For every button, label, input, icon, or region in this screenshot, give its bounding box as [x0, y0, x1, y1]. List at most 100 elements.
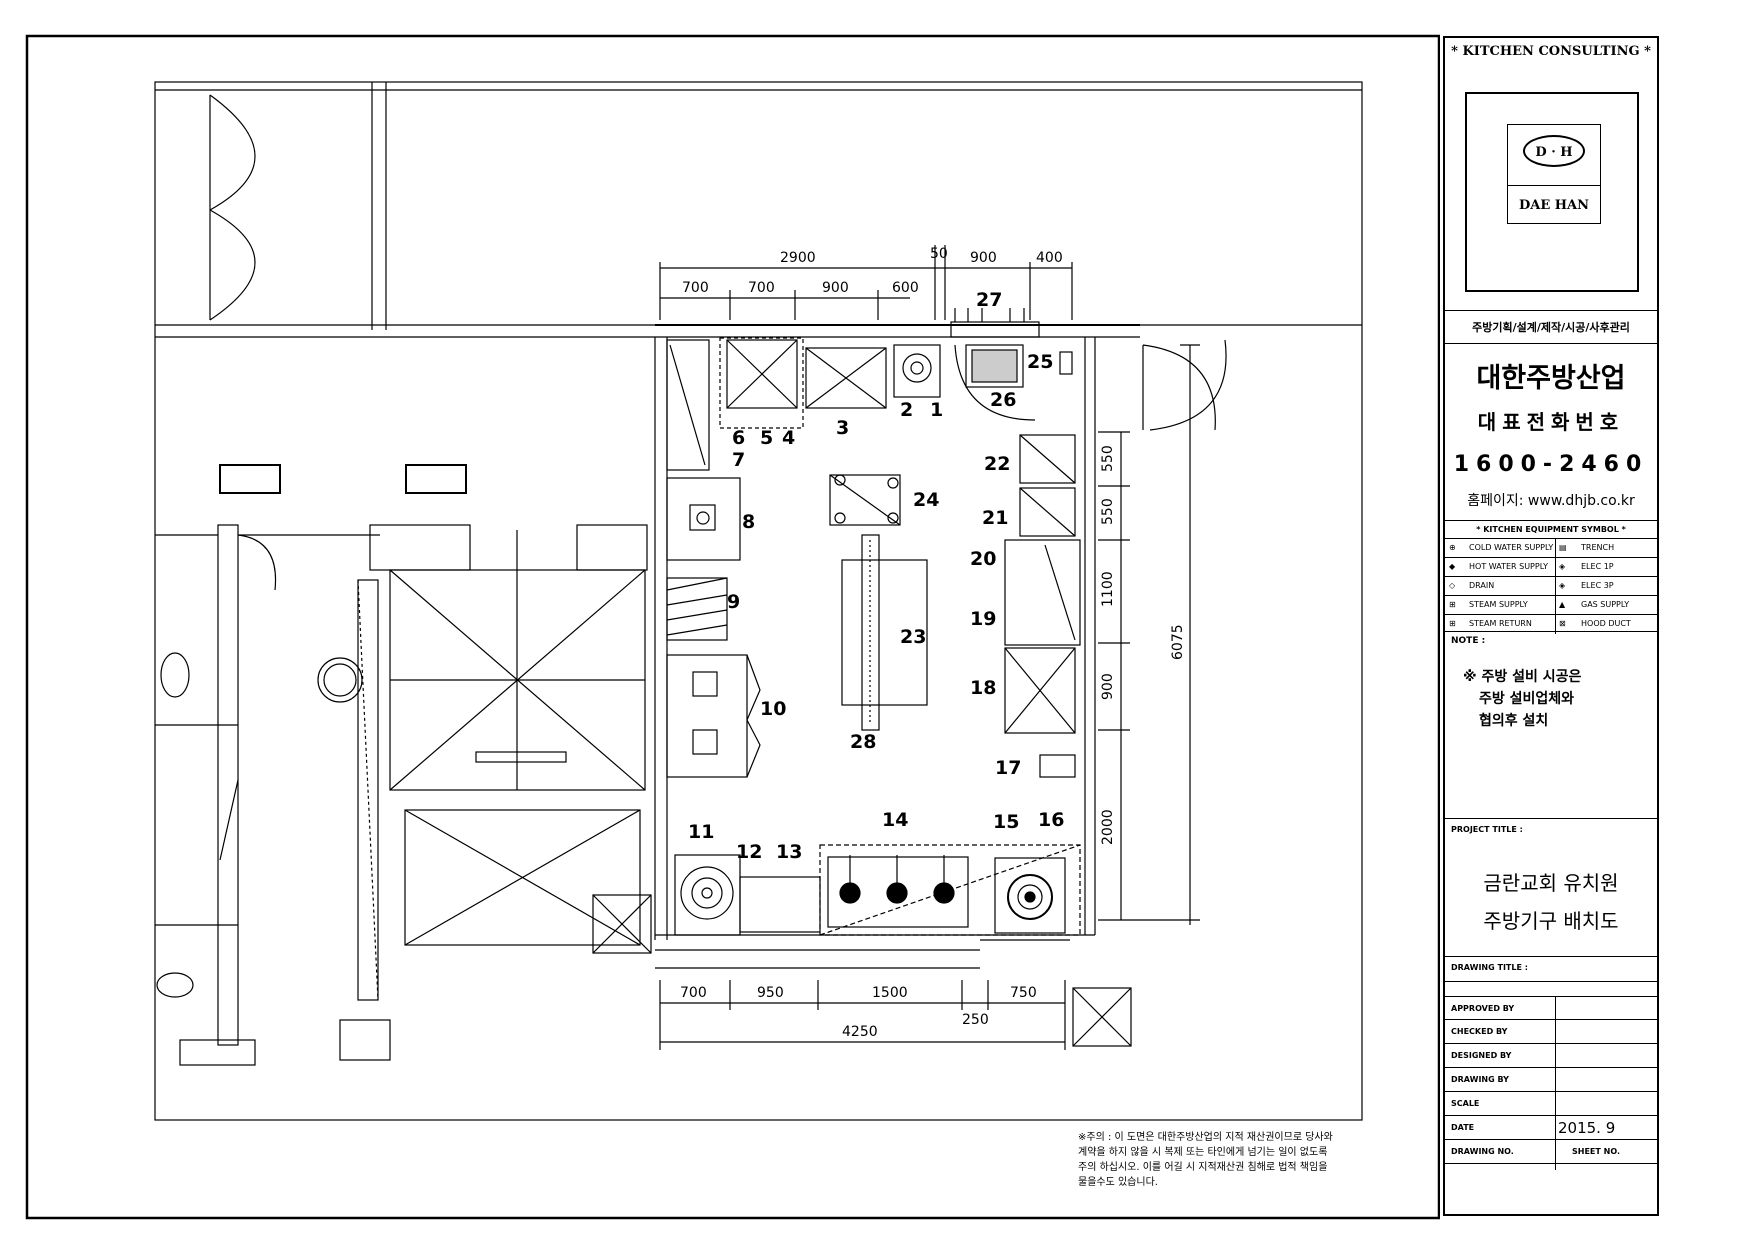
- approved-row: APPROVED BY: [1445, 996, 1657, 1020]
- equipment-number: 8: [742, 511, 755, 533]
- equipment-number: 27: [976, 289, 1002, 311]
- equipment-number: 28: [850, 731, 876, 753]
- equipment-number: 25: [1027, 351, 1053, 373]
- scale-label: SCALE: [1451, 1099, 1480, 1108]
- symbol-label: ELEC 3P: [1581, 581, 1614, 590]
- checked-label: CHECKED BY: [1451, 1027, 1508, 1036]
- gas-supply-icon: ▲: [1555, 596, 1565, 614]
- trench-icon: ▤: [1555, 539, 1567, 557]
- equipment-number: 1: [930, 399, 943, 421]
- phone-number: 1600-2460: [1453, 452, 1649, 477]
- designed-label: DESIGNED BY: [1451, 1051, 1512, 1060]
- project-title-line: 금란교회 유치원: [1483, 871, 1619, 895]
- copyright-notice: ※주의 : 이 도면은 대한주방산업의 지적 재산권이므로 당사와 계약을 하지…: [1078, 1130, 1414, 1190]
- symbol-label: STEAM SUPPLY: [1469, 600, 1528, 609]
- drawing-no-label: DRAWING NO.: [1451, 1147, 1514, 1156]
- dimension-label: 900: [970, 250, 997, 266]
- building-outline: [154, 81, 1363, 1121]
- date-value: 2015. 9: [1555, 1116, 1664, 1139]
- dimension-label: 900: [1100, 673, 1116, 700]
- title-block: * KITCHEN CONSULTING * D · H DAE HAN 주방기…: [1443, 36, 1659, 1216]
- dimension-label: 550: [1100, 498, 1116, 525]
- equipment-number: 22: [984, 453, 1010, 475]
- dimension-label: 2000: [1100, 809, 1116, 845]
- logo-name: DAE HAN: [1508, 185, 1600, 225]
- rep-phone-label: 대표전화번호: [1477, 410, 1625, 434]
- notice-line: 계약을 하지 않을 시 복제 또는 타인에게 넘기는 일이 없도록: [1078, 1147, 1328, 1158]
- note-label: NOTE :: [1451, 636, 1486, 646]
- sheet-no-label: SHEET NO.: [1555, 1140, 1678, 1170]
- equipment-number: 3: [836, 417, 849, 439]
- dimension-label: 700: [748, 280, 775, 296]
- notice-line: 주의 하십시오. 이를 어길 시 지적재산권 침해로 법적 책임을: [1078, 1162, 1328, 1173]
- dimension-label: 400: [1036, 250, 1063, 266]
- equipment-number: 7: [732, 449, 745, 471]
- elec-1p-icon: ◈: [1555, 558, 1565, 576]
- dimension-label: 6075: [1170, 624, 1186, 660]
- symbol-row: ◇ DRAIN ◈ ELEC 3P: [1445, 577, 1657, 596]
- symbol-label: DRAIN: [1469, 581, 1495, 590]
- symbol-label: HOOD DUCT: [1581, 619, 1631, 628]
- equipment-number: 18: [970, 677, 996, 699]
- equipment-number: 13: [776, 841, 802, 863]
- sheet-border: [25, 34, 1440, 1220]
- symbol-label: ELEC 1P: [1581, 562, 1614, 571]
- drain-icon: ◇: [1449, 581, 1456, 590]
- note-line: 협의후 설치: [1479, 713, 1549, 729]
- symbol-label: TRENCH: [1581, 543, 1615, 552]
- drawing-title-label: DRAWING TITLE :: [1445, 956, 1657, 982]
- note-line: 주방 설비업체와: [1479, 691, 1575, 707]
- kitchen-floor-plan: 1 2 3 4 5 6 7 8 9 10 11 12 13 14 15 16 1…: [25, 34, 1440, 1220]
- equipment-number: 23: [900, 626, 926, 648]
- filled-diamond-icon: ◆: [1449, 562, 1456, 571]
- approved-label: APPROVED BY: [1451, 1004, 1515, 1013]
- date-label: DATE: [1451, 1123, 1475, 1132]
- equipment-number: 20: [970, 548, 996, 570]
- date-row: DATE 2015. 9: [1445, 1116, 1657, 1140]
- dimension-label: 4250: [842, 1024, 878, 1040]
- company-name: 대한주방산업: [1476, 363, 1626, 394]
- equipment-number: 12: [736, 841, 762, 863]
- dimension-label: 50: [930, 246, 948, 262]
- dimension-label: 1500: [872, 985, 908, 1001]
- designed-row: DESIGNED BY: [1445, 1044, 1657, 1068]
- dimension-label: 950: [757, 985, 784, 1001]
- project-title-label: PROJECT TITLE :: [1445, 818, 1657, 834]
- equipment-number: 24: [913, 489, 939, 511]
- logo-mark: D · H: [1523, 135, 1585, 167]
- project-title-line: 주방기구 배치도: [1483, 909, 1619, 933]
- dimension-label: 250: [962, 1012, 989, 1028]
- dimension-label: 550: [1100, 445, 1116, 472]
- steam-return-icon: ⊞: [1449, 619, 1456, 628]
- symbol-table-title: * KITCHEN EQUIPMENT SYMBOL *: [1445, 521, 1657, 539]
- drawing-by-label: DRAWING BY: [1451, 1075, 1509, 1084]
- equipment-number: 4: [782, 427, 795, 449]
- dimension-label: 900: [822, 280, 849, 296]
- project-title: 금란교회 유치원 주방기구 배치도: [1445, 864, 1657, 940]
- equipment-number: 26: [990, 389, 1016, 411]
- scale-row: SCALE: [1445, 1092, 1657, 1116]
- equipment-number: 17: [995, 757, 1021, 779]
- logo: D · H DAE HAN: [1507, 124, 1601, 224]
- symbol-label: HOT WATER SUPPLY: [1469, 562, 1548, 571]
- equipment-number: 21: [982, 507, 1008, 529]
- services-line: 주방기획/설계/제작/시공/사후관리: [1445, 310, 1657, 344]
- note-line: ※ 주방 설비 시공은: [1463, 669, 1582, 685]
- homepage: 홈페이지: www.dhjb.co.kr: [1467, 493, 1635, 509]
- symbol-label: GAS SUPPLY: [1581, 600, 1630, 609]
- dimension-label: 750: [1010, 985, 1037, 1001]
- symbol-row: ⊞ STEAM RETURN ⊠ HOOD DUCT: [1445, 615, 1657, 634]
- dimension-label: 700: [682, 280, 709, 296]
- cross-circle-icon: ⊕: [1449, 543, 1456, 552]
- dimension-label: 600: [892, 280, 919, 296]
- equipment-number: 2: [900, 399, 913, 421]
- equipment-number: 19: [970, 608, 996, 630]
- notice-line: 물을수도 있습니다.: [1078, 1177, 1158, 1188]
- notice-line: ※주의 : 이 도면은 대한주방산업의 지적 재산권이므로 당사와: [1078, 1132, 1333, 1143]
- kitchen-consulting-header: * KITCHEN CONSULTING *: [1451, 44, 1651, 59]
- equipment-number: 6: [732, 427, 745, 449]
- hood-duct-icon: ⊠: [1555, 615, 1566, 634]
- equipment-number: 16: [1038, 809, 1064, 831]
- equipment-number: 10: [760, 698, 786, 720]
- drawing-by-row: DRAWING BY: [1445, 1068, 1657, 1092]
